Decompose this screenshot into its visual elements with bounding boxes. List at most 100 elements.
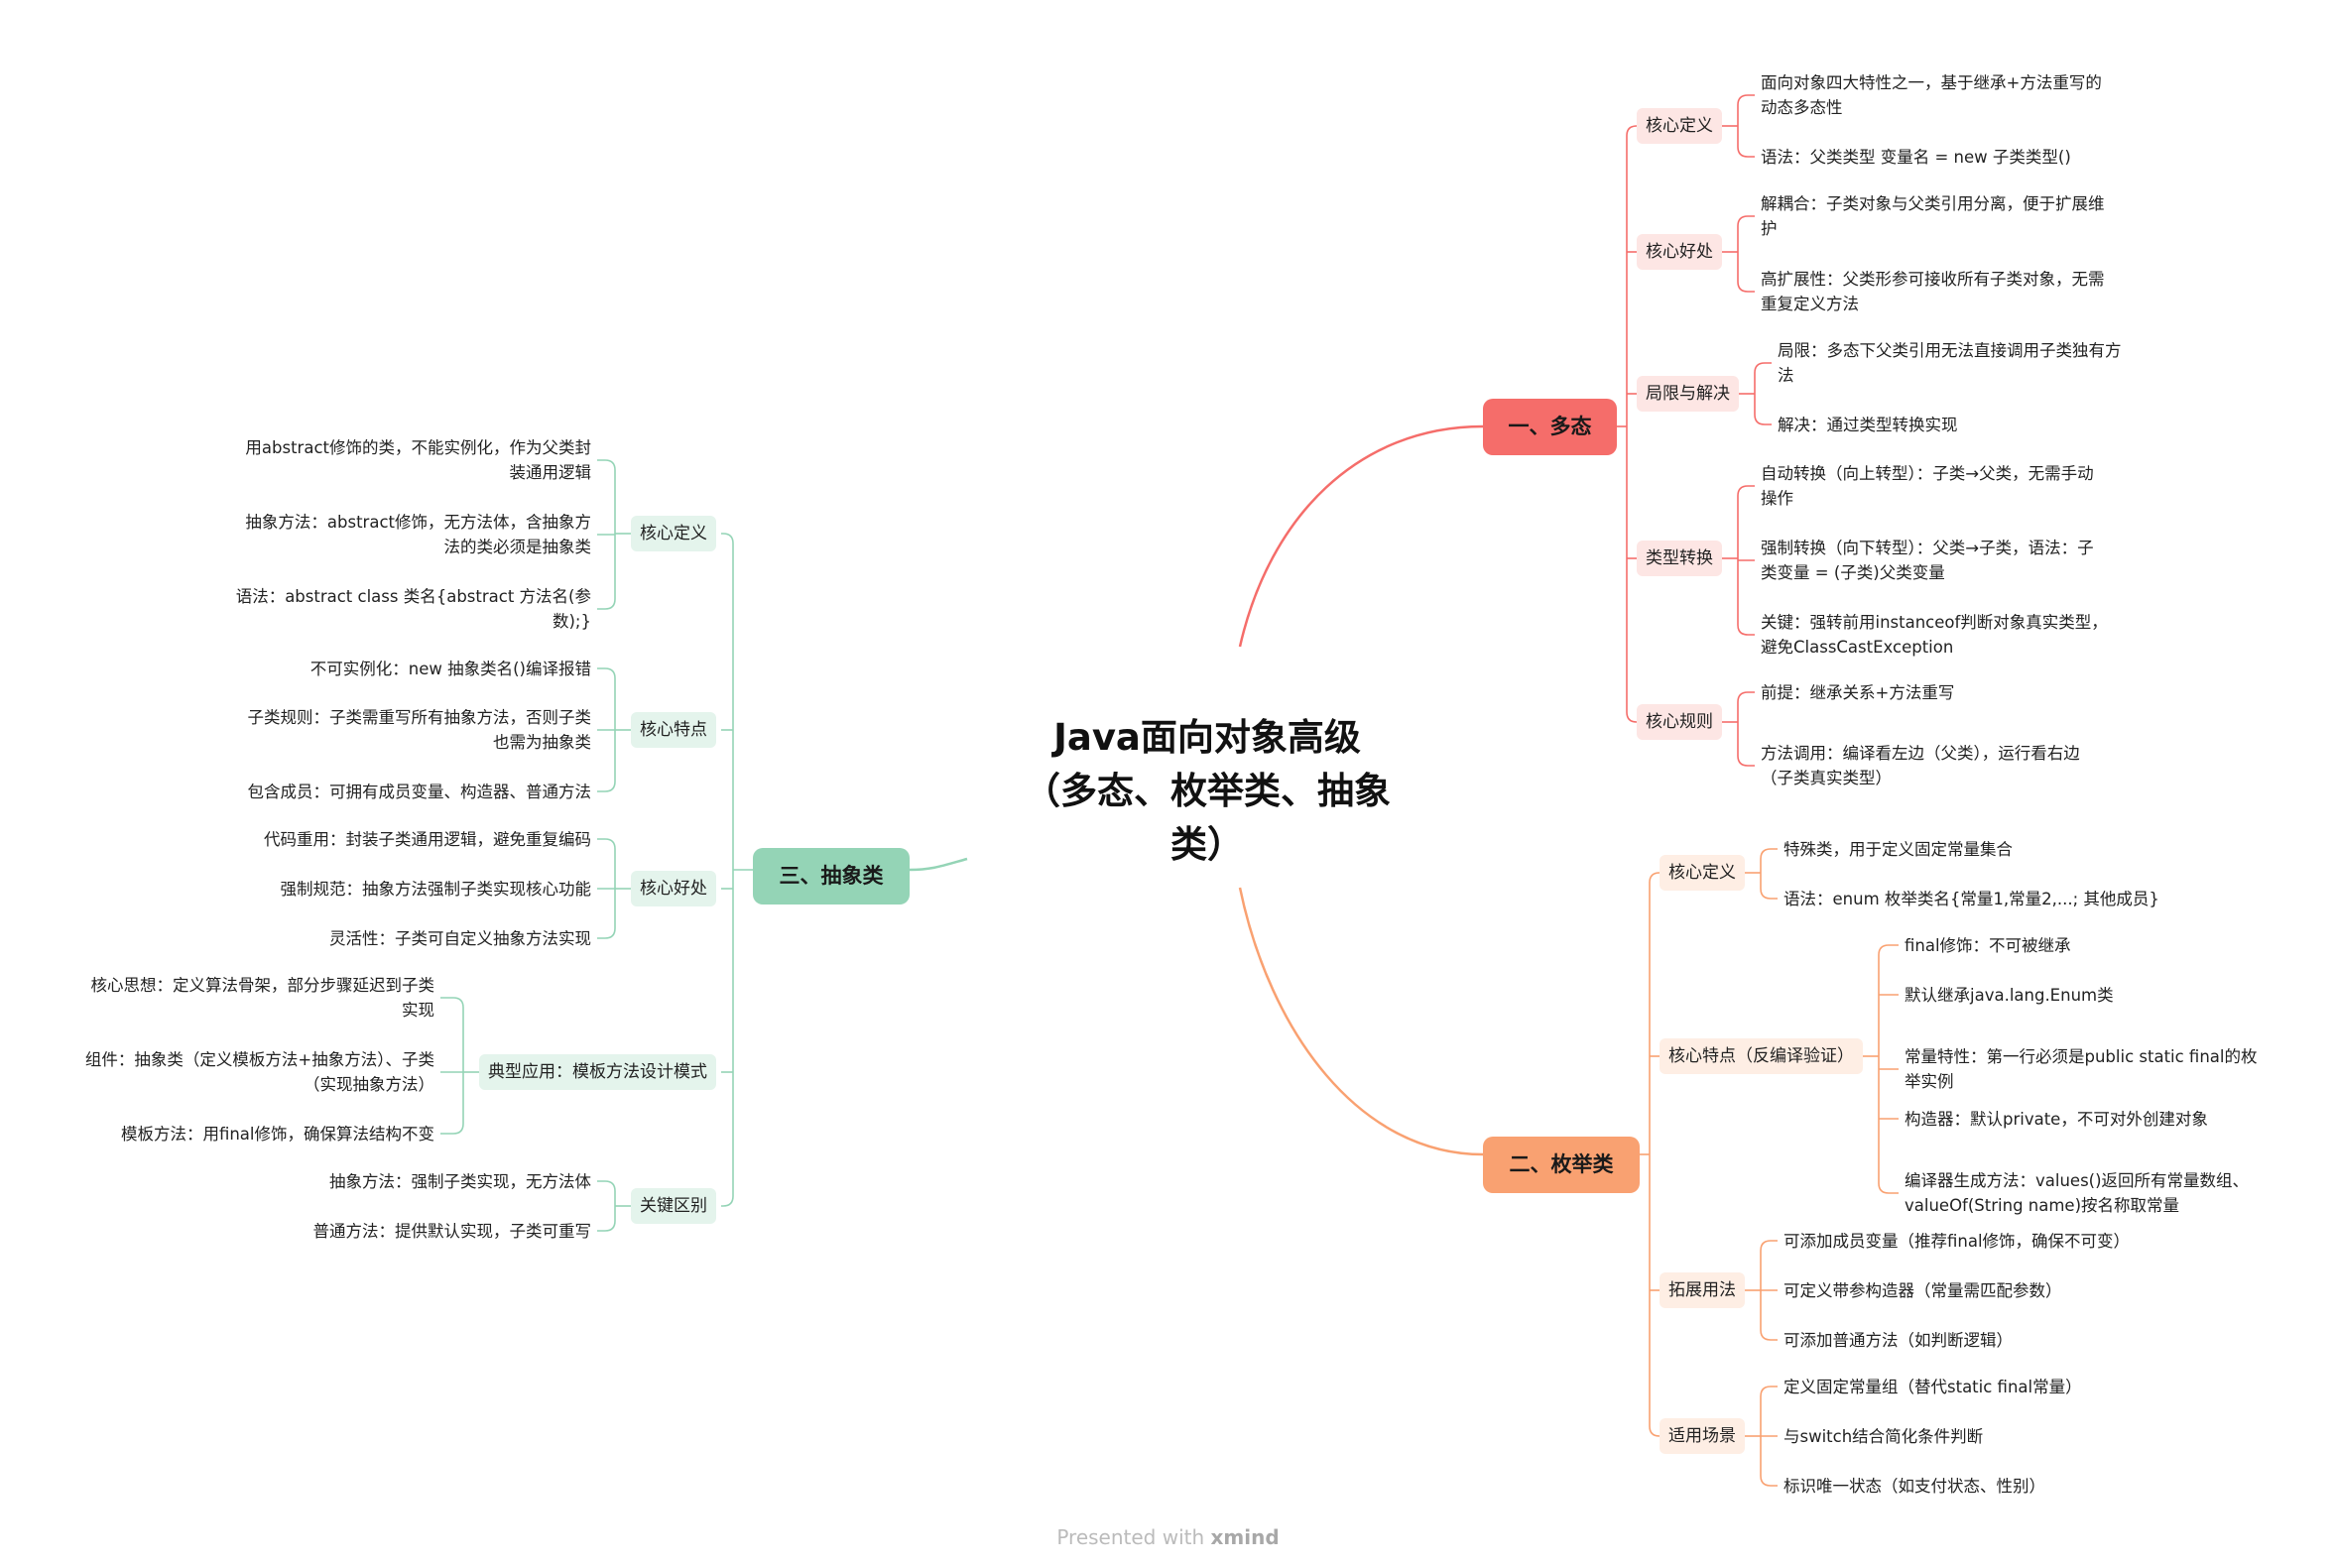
leaf-text-line: 解决：通过类型转换实现	[1778, 415, 1958, 434]
polymorphism-leaf[interactable]: 局限：多态下父类引用无法直接调用子类独有方法	[1778, 338, 2122, 388]
leaf-text-line: 语法：abstract class 类名{abstract 方法名(参	[235, 587, 591, 606]
leaf-text-line: valueOf(String name)按名称取常量	[1905, 1196, 2180, 1215]
polymorphism-subtopic[interactable]: 核心好处	[1637, 234, 1722, 270]
enum-leaf[interactable]: 可添加普通方法（如判断逻辑）	[1783, 1328, 2013, 1353]
polymorphism-leaf[interactable]: 关键：强转前用instanceof判断对象真实类型，避免ClassCastExc…	[1761, 610, 2108, 660]
leaf-text-line: 可添加成员变量（推荐final修饰，确保不可变）	[1783, 1231, 2131, 1251]
leaf-text-line: 与switch结合简化条件判断	[1783, 1426, 1984, 1446]
connector-line	[440, 997, 464, 1009]
abstract-leaf[interactable]: 语法：abstract class 类名{abstract 方法名(参数);}	[236, 584, 591, 634]
polymorphism-subtopic[interactable]: 局限与解决	[1637, 376, 1739, 412]
polymorphism-leaf[interactable]: 面向对象四大特性之一，基于继承+方法重写的动态多态性	[1761, 70, 2102, 120]
connector-line	[597, 927, 616, 939]
leaf-text-line: 普通方法：提供默认实现，子类可重写	[312, 1221, 592, 1241]
abstract-subtopic[interactable]: 关键区别	[631, 1188, 716, 1224]
enum-leaf[interactable]: 与switch结合简化条件判断	[1783, 1424, 1983, 1449]
abstract-leaf[interactable]: 灵活性：子类可自定义抽象方法实现	[329, 926, 591, 951]
polymorphism-subtopic[interactable]: 核心规则	[1637, 704, 1722, 740]
polymorphism-subtopic[interactable]: 类型转换	[1637, 541, 1722, 576]
connector-line	[1649, 872, 1661, 884]
leaf-text-line: 模板方法：用final修饰，确保算法结构不变	[120, 1124, 434, 1144]
enum-subtopic[interactable]: 核心特点（反编译验证）	[1660, 1038, 1863, 1074]
xmind-brand: xmind	[1210, 1525, 1280, 1549]
abstract-leaf[interactable]: 代码重用：封装子类通用逻辑，避免重复编码	[264, 827, 591, 852]
leaf-text-line: 定义固定常量组（替代static final常量）	[1783, 1377, 2082, 1396]
connector-line	[1737, 755, 1755, 767]
leaf-text-line: 强制转换（向下转型）：父类→子类，语法：子	[1761, 539, 2094, 557]
abstract-leaf[interactable]: 抽象方法：强制子类实现，无方法体	[329, 1169, 591, 1194]
polymorphism-leaf[interactable]: 强制转换（向下转型）：父类→子类，语法：子类变量 = (子类)父类变量	[1761, 536, 2094, 585]
leaf-text-line: （实现抽象方法）	[304, 1075, 434, 1094]
leaf-text-line: 代码重用：封装子类通用逻辑，避免重复编码	[264, 829, 591, 849]
polymorphism-subtopic[interactable]: 核心定义	[1637, 108, 1722, 144]
topic-enum[interactable]: 二、枚举类	[1483, 1137, 1640, 1193]
topic-abstract-class[interactable]: 三、抽象类	[753, 848, 910, 905]
leaf-text-line: 子类规则：子类需重写所有抽象方法，否则子类	[247, 708, 592, 727]
connector-line	[1760, 1386, 1778, 1397]
abstract-leaf[interactable]: 不可实例化：new 抽象类名()编译报错	[310, 657, 591, 681]
enum-subtopic[interactable]: 核心定义	[1660, 855, 1745, 891]
topic-polymorphism[interactable]: 一、多态	[1483, 399, 1617, 455]
abstract-leaf[interactable]: 子类规则：子类需重写所有抽象方法，否则子类也需为抽象类	[248, 705, 592, 755]
abstract-leaf[interactable]: 普通方法：提供默认实现，子类可重写	[313, 1219, 592, 1244]
enum-subtopic[interactable]: 拓展用法	[1660, 1272, 1745, 1308]
polymorphism-leaf[interactable]: 前提：继承关系+方法重写	[1761, 680, 1954, 705]
leaf-text-line: 语法：enum 枚举类名{常量1,常量2,...; 其他成员}	[1783, 889, 2159, 908]
enum-leaf[interactable]: 特殊类，用于定义固定常量集合	[1783, 837, 2013, 862]
connector-line	[1760, 1329, 1778, 1341]
enum-leaf[interactable]: final修饰：不可被继承	[1905, 933, 2071, 958]
leaf-text-line: 用abstract修饰的类，不能实例化，作为父类封	[245, 438, 591, 457]
enum-leaf[interactable]: 可定义带参构造器（常量需匹配参数）	[1783, 1278, 2062, 1303]
enum-leaf[interactable]: 编译器生成方法：values()返回所有常量数组、valueOf(String …	[1905, 1168, 2249, 1218]
leaf-text-line: 动态多态性	[1761, 98, 1843, 117]
enum-leaf[interactable]: 构造器：默认private，不可对外创建对象	[1905, 1107, 2208, 1132]
central-topic[interactable]: Java面向对象高级 （多态、枚举类、抽象 类）	[1004, 711, 1411, 872]
abstract-leaf[interactable]: 抽象方法：abstract修饰，无方法体，含抽象方法的类必须是抽象类	[245, 510, 591, 559]
enum-leaf[interactable]: 定义固定常量组（替代static final常量）	[1783, 1375, 2082, 1399]
polymorphism-leaf[interactable]: 解耦合：子类对象与父类引用分离，便于扩展维护	[1761, 191, 2105, 241]
connector-line	[1737, 94, 1755, 106]
enum-subtopic[interactable]: 适用场景	[1660, 1418, 1745, 1454]
leaf-text-line: 实现	[402, 1001, 434, 1020]
abstract-subtopic[interactable]: 核心定义	[631, 516, 716, 551]
enum-leaf[interactable]: 可添加成员变量（推荐final修饰，确保不可变）	[1783, 1229, 2130, 1254]
polymorphism-leaf[interactable]: 方法调用：编译看左边（父类），运行看右边（子类真实类型）	[1761, 741, 2080, 790]
enum-leaf[interactable]: 常量特性：第一行必须是public static final的枚举实例	[1905, 1044, 2257, 1094]
leaf-text-line: 包含成员：可拥有成员变量、构造器、普通方法	[247, 782, 592, 801]
leaf-text-line: final修饰：不可被继承	[1905, 935, 2071, 955]
leaf-text-line: 抽象方法：强制子类实现，无方法体	[329, 1171, 591, 1191]
abstract-leaf[interactable]: 模板方法：用final修饰，确保算法结构不变	[121, 1122, 434, 1146]
central-topic-line: Java面向对象高级	[1053, 716, 1361, 759]
abstract-leaf[interactable]: 核心思想：定义算法骨架，部分步骤延迟到子类实现	[91, 973, 435, 1023]
footer-presented-text: Presented with	[1056, 1525, 1211, 1549]
leaf-text-line: 默认继承java.lang.Enum类	[1905, 985, 2114, 1005]
abstract-leaf[interactable]: 包含成员：可拥有成员变量、构造器、普通方法	[248, 780, 592, 804]
polymorphism-leaf[interactable]: 高扩展性：父类形参可接收所有子类对象，无需重复定义方法	[1761, 267, 2105, 316]
polymorphism-leaf[interactable]: 语法：父类类型 变量名 = new 子类类型()	[1761, 145, 2071, 170]
enum-leaf[interactable]: 标识唯一状态（如支付状态、性别）	[1783, 1474, 2045, 1499]
leaf-text-line: 法的类必须是抽象类	[443, 538, 592, 556]
leaf-text-line: 重复定义方法	[1761, 295, 1859, 313]
connector-line	[1878, 944, 1899, 956]
leaf-text-line: 操作	[1761, 489, 1793, 508]
enum-leaf[interactable]: 默认继承java.lang.Enum类	[1905, 983, 2114, 1008]
polymorphism-leaf[interactable]: 解决：通过类型转换实现	[1778, 413, 1958, 437]
polymorphism-leaf[interactable]: 自动转换（向上转型）：子类→父类，无需手动操作	[1761, 461, 2094, 511]
leaf-text-line: 类变量 = (子类)父类变量	[1761, 563, 1945, 582]
connector-line	[597, 1180, 616, 1192]
enum-leaf[interactable]: 语法：enum 枚举类名{常量1,常量2,...; 其他成员}	[1783, 887, 2159, 911]
leaf-text-line: 法	[1778, 366, 1794, 385]
leaf-text-line: 可定义带参构造器（常量需匹配参数）	[1783, 1280, 2062, 1300]
abstract-leaf[interactable]: 组件：抽象类（定义模板方法+抽象方法）、子类 （实现抽象方法）	[85, 1047, 434, 1097]
leaf-text-line: 避免ClassCastException	[1761, 638, 1954, 657]
abstract-leaf[interactable]: 用abstract修饰的类，不能实例化，作为父类封装通用逻辑	[245, 435, 591, 485]
abstract-subtopic[interactable]: 核心特点	[631, 712, 716, 748]
abstract-leaf[interactable]: 强制规范：抽象方法强制子类实现核心功能	[281, 877, 592, 902]
abstract-subtopic[interactable]: 核心好处	[631, 871, 716, 906]
connector-line	[1737, 624, 1755, 636]
connector-line	[1737, 146, 1755, 158]
connector-line	[1878, 1182, 1899, 1194]
abstract-subtopic[interactable]: 典型应用：模板方法设计模式	[479, 1054, 716, 1090]
leaf-text-line: 组件：抽象类（定义模板方法+抽象方法）、子类	[84, 1050, 434, 1069]
leaf-text-line: 举实例	[1905, 1072, 1954, 1091]
